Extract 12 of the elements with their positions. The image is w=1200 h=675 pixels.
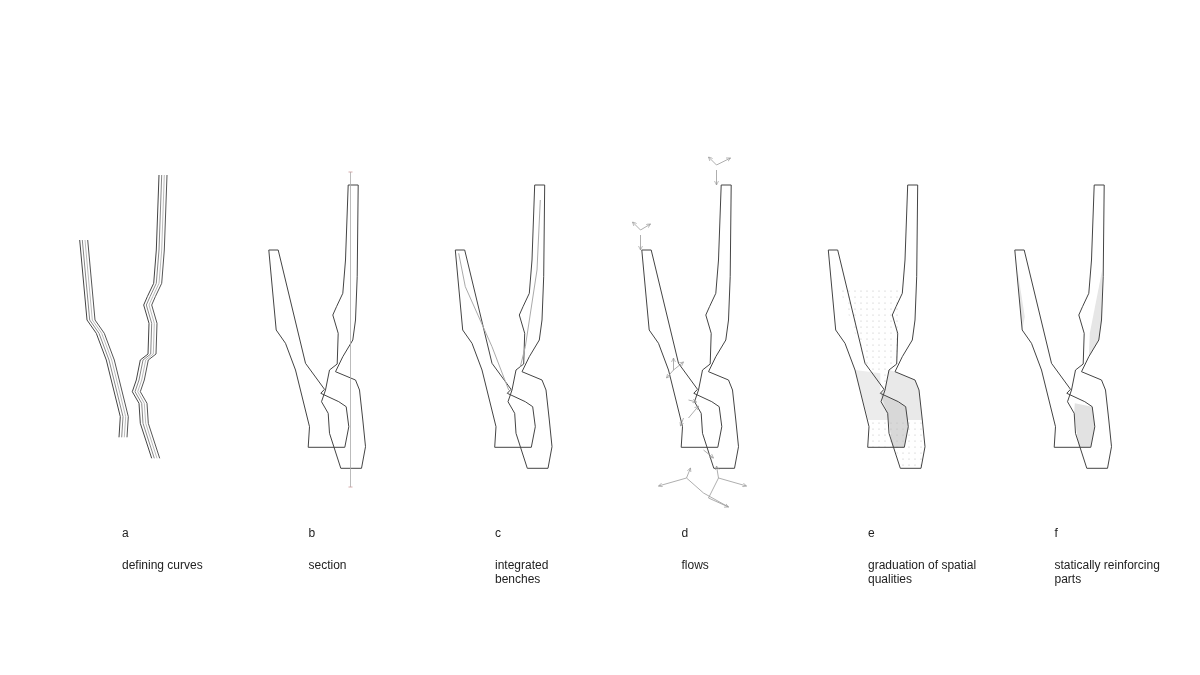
- panel-caption: defining curves: [122, 558, 204, 572]
- panel-caption: integrated benches: [495, 558, 550, 586]
- panel-caption: section: [308, 558, 348, 572]
- panel-caption: flows: [681, 558, 710, 572]
- panel-letter: c: [495, 526, 501, 540]
- panel-caption: graduation of spatial qualities: [868, 558, 978, 586]
- panel-letter: a: [122, 526, 129, 540]
- panel-letter: e: [868, 526, 875, 540]
- panel-caption: statically reinforcing parts: [1054, 558, 1161, 586]
- panel-letter: b: [308, 526, 316, 540]
- panel-letter: d: [681, 526, 689, 540]
- panel-letter: f: [1054, 526, 1058, 540]
